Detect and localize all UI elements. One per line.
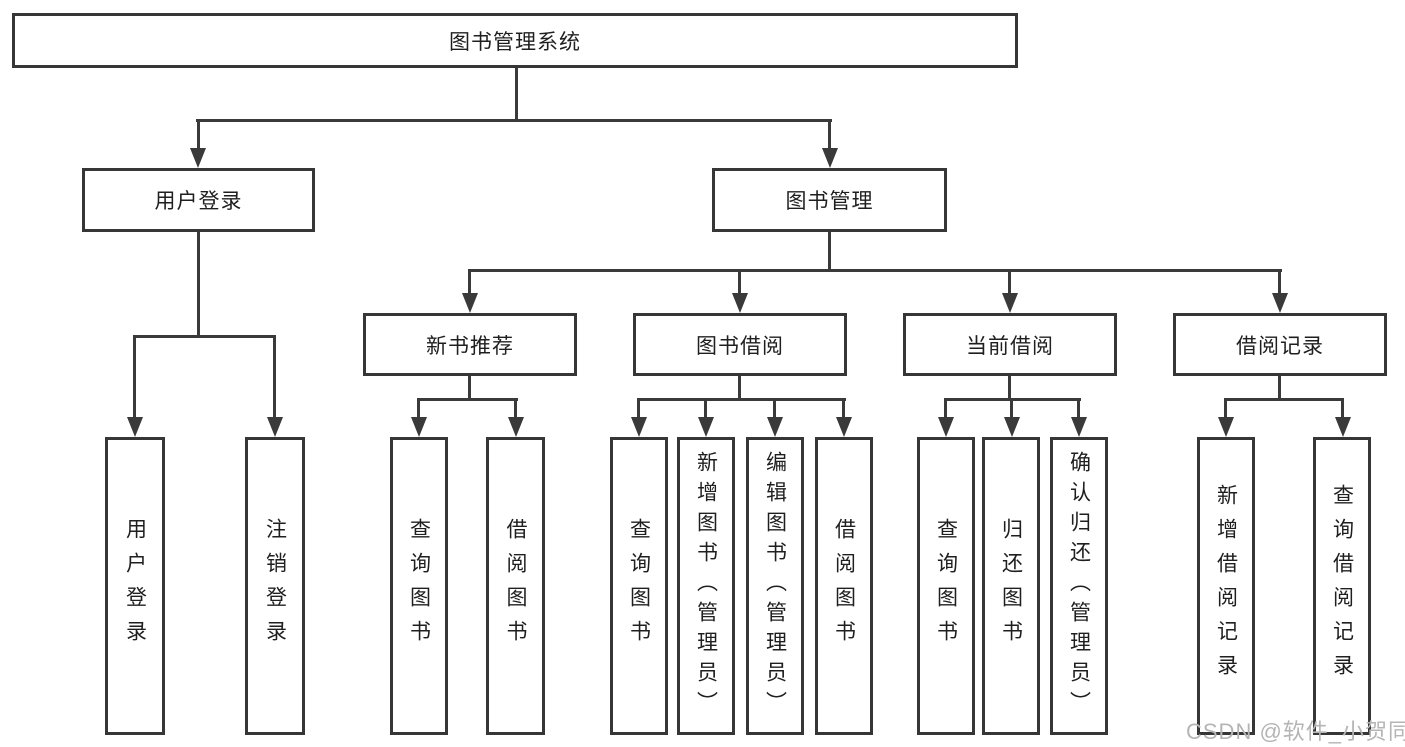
connector-drop bbox=[1008, 269, 1011, 293]
arrow-down-icon bbox=[836, 417, 852, 437]
node-user-login-label: 用户登录 bbox=[154, 190, 243, 213]
node-user-login: 用户登录 bbox=[82, 168, 315, 232]
connector-drop bbox=[704, 398, 707, 417]
arrow-down-icon bbox=[1002, 293, 1018, 313]
node-new-book-recommend: 新书推荐 bbox=[363, 313, 577, 376]
connector-drop bbox=[637, 398, 640, 417]
connector-bar bbox=[417, 398, 518, 401]
leaf-query-books-borrow: 查询图书 bbox=[610, 437, 668, 735]
leaf-user-login: 用户登录 bbox=[105, 437, 165, 735]
connector-userlogin-bar bbox=[133, 335, 276, 338]
arrow-down-icon bbox=[1004, 417, 1020, 437]
csdn-watermark: CSDN @软件_小贺同学 bbox=[1186, 719, 1405, 744]
arrow-down-icon bbox=[462, 293, 478, 313]
leaf-label: 查询图书 bbox=[627, 518, 651, 654]
connector-drop bbox=[842, 398, 845, 417]
connector-drop-book-mgmt bbox=[828, 119, 831, 149]
connector-drop bbox=[1224, 398, 1227, 417]
node-book-management-label: 图书管理 bbox=[785, 190, 874, 213]
connector-root-bar bbox=[196, 119, 832, 122]
leaf-query-books-current: 查询图书 bbox=[917, 437, 975, 735]
connector-userlogin-stem bbox=[197, 232, 200, 336]
leaf-logout: 注销登录 bbox=[245, 437, 305, 735]
connector-stem bbox=[468, 376, 471, 399]
connector-drop bbox=[1077, 398, 1080, 417]
leaf-query-borrow-record: 查询借阅记录 bbox=[1313, 437, 1371, 735]
connector-drop-user-login bbox=[197, 119, 200, 149]
arrow-down-icon bbox=[767, 417, 783, 437]
leaf-confirm-return-admin: 确认归还（管理员） bbox=[1050, 437, 1108, 735]
arrow-down-icon bbox=[631, 417, 647, 437]
arrow-down-icon bbox=[508, 417, 524, 437]
connector-bar bbox=[1224, 398, 1344, 401]
arrow-down-icon bbox=[190, 148, 206, 168]
connector-drop bbox=[273, 335, 276, 417]
leaf-label: 归还图书 bbox=[999, 518, 1023, 654]
connector-drop bbox=[468, 269, 471, 293]
arrow-down-icon bbox=[698, 417, 714, 437]
connector-drop bbox=[1278, 269, 1281, 293]
node-borrow-records-label: 借阅记录 bbox=[1236, 334, 1324, 358]
connector-drop bbox=[1341, 398, 1344, 417]
leaf-label: 注销登录 bbox=[263, 518, 287, 654]
arrow-down-icon bbox=[1335, 417, 1351, 437]
node-current-borrow: 当前借阅 bbox=[903, 313, 1117, 376]
leaf-label: 查询图书 bbox=[934, 518, 958, 654]
arrow-down-icon bbox=[822, 148, 838, 168]
node-book-management: 图书管理 bbox=[712, 168, 947, 232]
connector-drop bbox=[1010, 398, 1013, 417]
leaf-label: 借阅图书 bbox=[832, 518, 856, 654]
connector-stem bbox=[1278, 376, 1281, 399]
arrow-down-icon bbox=[267, 417, 283, 437]
leaf-label: 编辑图书（管理员） bbox=[763, 451, 787, 721]
connector-root-stem bbox=[515, 68, 518, 120]
node-book-borrow-label: 图书借阅 bbox=[696, 334, 784, 358]
node-borrow-records: 借阅记录 bbox=[1173, 313, 1387, 376]
connector-drop bbox=[514, 398, 517, 417]
leaf-edit-books-admin: 编辑图书（管理员） bbox=[746, 437, 804, 735]
connector-drop bbox=[133, 335, 136, 417]
arrow-down-icon bbox=[411, 417, 427, 437]
connector-drop bbox=[944, 398, 947, 417]
connector-stem bbox=[738, 376, 741, 399]
connector-bar bbox=[637, 398, 846, 401]
leaf-return-books: 归还图书 bbox=[982, 437, 1040, 735]
leaf-query-books-recommend: 查询图书 bbox=[390, 437, 448, 735]
leaf-label: 查询图书 bbox=[407, 518, 431, 654]
leaf-label: 借阅图书 bbox=[504, 518, 527, 654]
leaf-label: 用户登录 bbox=[123, 518, 147, 654]
leaf-add-borrow-record: 新增借阅记录 bbox=[1197, 437, 1255, 735]
node-root-label: 图书管理系统 bbox=[449, 30, 581, 54]
arrow-down-icon bbox=[1218, 417, 1234, 437]
node-root: 图书管理系统 bbox=[12, 13, 1018, 68]
node-current-borrow-label: 当前借阅 bbox=[966, 334, 1054, 358]
connector-bookmgmt-stem bbox=[828, 232, 831, 270]
connector-drop bbox=[738, 269, 741, 293]
leaf-label: 新增借阅记录 bbox=[1214, 484, 1238, 688]
arrow-down-icon bbox=[732, 293, 748, 313]
connector-bookmgmt-bar bbox=[468, 269, 1282, 272]
arrow-down-icon bbox=[938, 417, 954, 437]
arrow-down-icon bbox=[1272, 293, 1288, 313]
leaf-borrow-books: 借阅图书 bbox=[815, 437, 873, 735]
node-book-borrow: 图书借阅 bbox=[633, 313, 847, 376]
leaf-add-books-admin: 新增图书（管理员） bbox=[677, 437, 735, 735]
arrow-down-icon bbox=[127, 417, 143, 437]
leaf-label: 确认归还（管理员） bbox=[1067, 451, 1091, 721]
connector-stem bbox=[1008, 376, 1011, 399]
leaf-label: 新增图书（管理员） bbox=[694, 451, 718, 721]
connector-drop bbox=[417, 398, 420, 417]
node-new-book-recommend-label: 新书推荐 bbox=[426, 334, 514, 358]
leaf-borrow-books-recommend: 借阅图书 bbox=[486, 437, 545, 735]
arrow-down-icon bbox=[1071, 417, 1087, 437]
leaf-label: 查询借阅记录 bbox=[1330, 484, 1354, 688]
connector-drop bbox=[773, 398, 776, 417]
